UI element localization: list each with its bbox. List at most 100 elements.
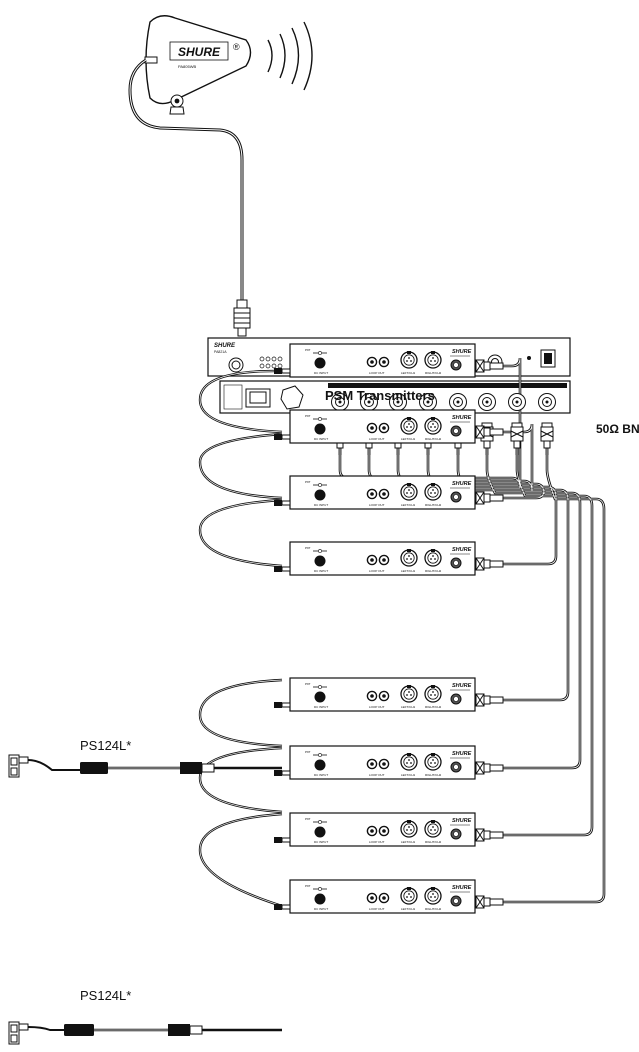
transmitter-power-plug (274, 368, 282, 374)
transmitter-power-plug (274, 500, 282, 506)
transmitter-brand: SHURE (452, 481, 472, 487)
left-input-label: LEFT/CH1 (401, 840, 416, 844)
transmitter-title: P9T (305, 414, 311, 418)
right-input-label: RIGHT/CH2 (425, 371, 441, 375)
loop-cables (198, 369, 283, 908)
right-input-label: RIGHT/CH2 (425, 569, 441, 573)
power-brick-2 (64, 1024, 94, 1036)
rear-bnc-port-7 (508, 393, 526, 411)
antenna-model: PA805WB (178, 64, 196, 69)
loop-cables-highlight (199, 370, 283, 907)
transmitter-brand: SHURE (452, 751, 472, 757)
dc-input-label: DC INPUT (314, 503, 328, 507)
rf-cable-connector-7 (510, 422, 524, 449)
transmitter-brand: SHURE (452, 349, 472, 355)
loop-out-label: LOOP OUT (369, 840, 385, 844)
transmitter-title: P9T (305, 750, 311, 754)
transmitter-power-plug (274, 837, 282, 843)
combiner-rear-bnc-ports (331, 393, 556, 411)
rear-bnc-port-6 (478, 393, 496, 411)
left-input-label: LEFT/CH1 (401, 569, 416, 573)
power-supply-2: PS124L* (8, 988, 282, 1045)
antenna-logo-box (169, 41, 229, 61)
transmitter-power-plug (274, 566, 282, 572)
wall-outlet-2-icon (8, 1021, 29, 1045)
loop-out-label: LOOP OUT (369, 503, 385, 507)
right-input-label: RIGHT/CH2 (425, 773, 441, 777)
dc-input-jack (314, 357, 326, 369)
psm-transmitters-label: PSM Transmitters (325, 388, 435, 403)
transmitter-power-plug (274, 904, 282, 910)
bnc-label: 50Ω BNC (596, 422, 639, 436)
power-plug-2 (168, 1024, 190, 1036)
power-supply-1-label: PS124L* (80, 738, 131, 753)
left-input-label: LEFT/CH1 (401, 503, 416, 507)
transmitter-power-plug (274, 770, 282, 776)
transmitter-title: P9T (305, 682, 311, 686)
combiner-indicator-led (527, 356, 531, 360)
antenna-registered-mark: ® (233, 42, 240, 52)
dc-input-jack (314, 826, 326, 838)
combiner-brand: SHURE (214, 343, 236, 349)
antenna-brand: SHURE (178, 45, 221, 59)
combiner-rear-strip (328, 383, 567, 388)
psm-transmitter-6: P9T DC INPUT LOOP OUT LEFT/CH1 RIGHT/CH2 SHUR… (274, 745, 504, 780)
transmitter-title: P9T (305, 480, 311, 484)
dc-input-jack (314, 555, 326, 567)
loop-out-label: LOOP OUT (369, 907, 385, 911)
transmitter-title: P9T (305, 817, 311, 821)
dc-input-label: DC INPUT (314, 773, 328, 777)
power-brick-1 (80, 762, 108, 774)
antenna-bnc-connector (233, 299, 251, 337)
psm-transmitter-1: P9T DC INPUT LOOP OUT LEFT/CH1 RIGHT/CH2 SHUR… (274, 343, 504, 378)
rear-bnc-port-8 (538, 393, 556, 411)
rear-bnc-port-5 (449, 393, 467, 411)
rear-bnc-port-3 (389, 393, 407, 411)
wall-outlet-1-icon (8, 754, 29, 778)
psm-transmitter-2: P9T DC INPUT LOOP OUT LEFT/CH1 RIGHT/CH2 SHUR… (274, 409, 504, 444)
dc-input-label: DC INPUT (314, 705, 328, 709)
transmitter-title: P9T (305, 884, 311, 888)
loop-out-label: LOOP OUT (369, 371, 385, 375)
right-input-label: RIGHT/CH2 (425, 437, 441, 441)
combiner-knockout (280, 385, 304, 410)
left-input-label: LEFT/CH1 (401, 371, 416, 375)
dc-input-label: DC INPUT (314, 371, 328, 375)
combiner-model: PA821A (214, 350, 227, 354)
transmitter-power-plug (274, 702, 282, 708)
antenna-connector (144, 56, 158, 64)
rf-cable-connector-8 (540, 422, 554, 449)
left-input-label: LEFT/CH1 (401, 907, 416, 911)
rear-bnc-port-4 (419, 393, 437, 411)
loop-out-label: LOOP OUT (369, 773, 385, 777)
transmitter-brand: SHURE (452, 415, 472, 421)
loop-out-label: LOOP OUT (369, 569, 385, 573)
dc-input-jack (314, 423, 326, 435)
right-input-label: RIGHT/CH2 (425, 705, 441, 709)
power-plug-1 (180, 762, 202, 774)
dc-input-label: DC INPUT (314, 569, 328, 573)
loop-out-label: LOOP OUT (369, 705, 385, 709)
right-input-label: RIGHT/CH2 (425, 907, 441, 911)
antenna: SHURE ® PA805WB (144, 15, 313, 115)
left-input-label: LEFT/CH1 (401, 437, 416, 441)
rf-cable-7 (503, 448, 594, 837)
right-input-label: RIGHT/CH2 (425, 840, 441, 844)
transmitter-title: P9T (305, 546, 311, 550)
psm-transmitter-3: P9T DC INPUT LOOP OUT LEFT/CH1 RIGHT/CH2 SHUR… (274, 475, 504, 510)
transmitter-title: P9T (305, 348, 311, 352)
left-input-label: LEFT/CH1 (401, 705, 416, 709)
left-input-label: LEFT/CH1 (401, 773, 416, 777)
dc-input-jack (314, 893, 326, 905)
dc-input-label: DC INPUT (314, 437, 328, 441)
antenna-cable (128, 58, 244, 300)
right-input-label: RIGHT/CH2 (425, 503, 441, 507)
dc-input-jack (314, 489, 326, 501)
dc-input-label: DC INPUT (314, 840, 328, 844)
power-supply-1: PS124L* (8, 738, 282, 778)
power-supply-2-label: PS124L* (80, 988, 131, 1003)
loop-out-label: LOOP OUT (369, 437, 385, 441)
